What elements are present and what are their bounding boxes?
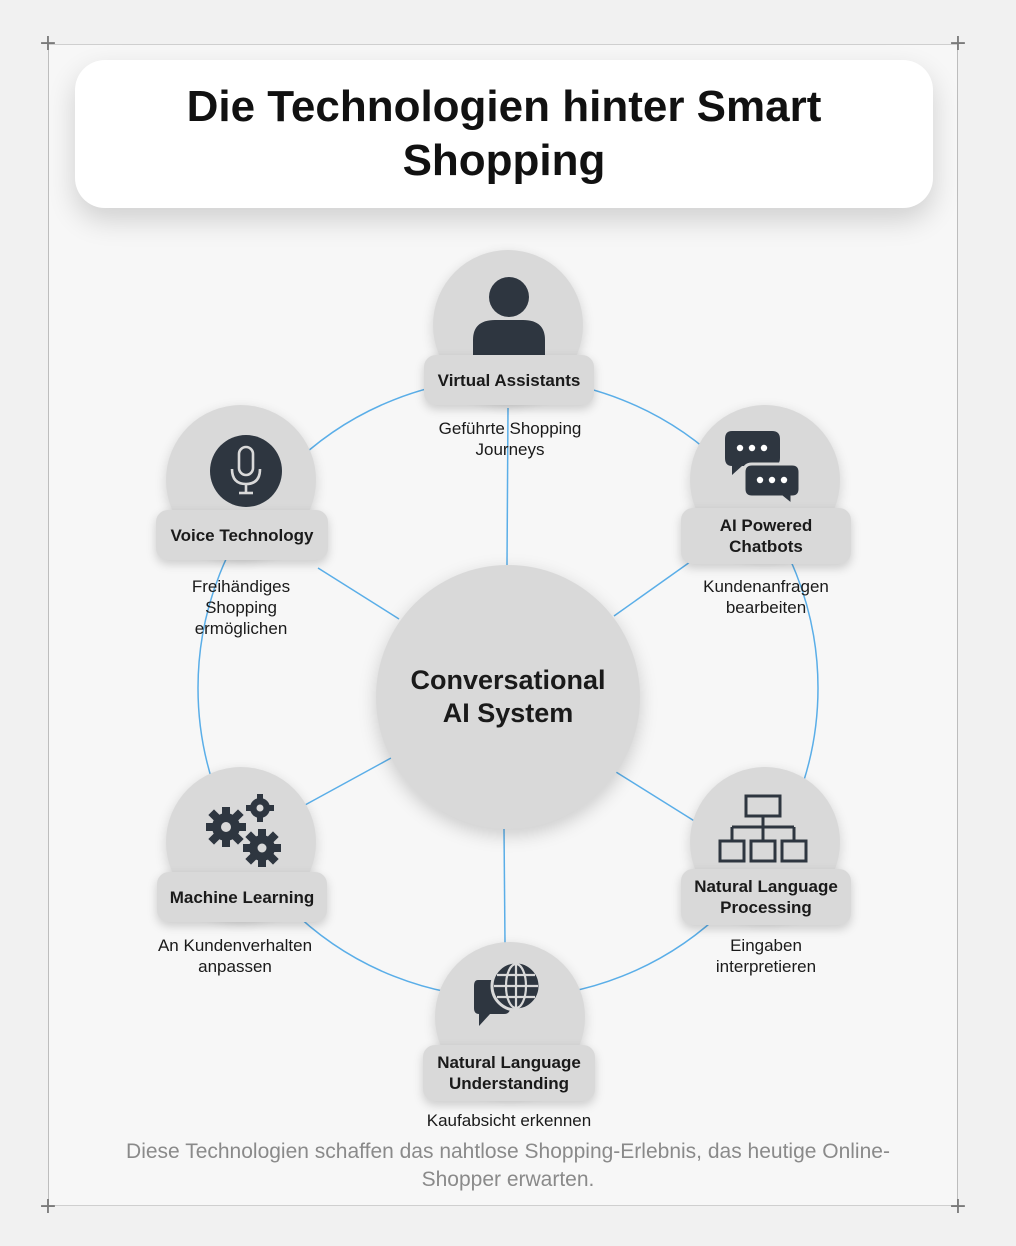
node-desc-virtual-assistants: Geführte Shopping Journeys [438, 419, 582, 459]
center-node: Conversational AI System [376, 565, 640, 829]
spoke-voice-technology [317, 567, 400, 620]
node-desc-ai-chatbots: Kundenanfragen bearbeiten [703, 577, 829, 617]
center-label: Conversational AI System [410, 665, 606, 728]
node-label-voice-technology: Voice Technology [156, 510, 328, 560]
node-desc-voice-technology: Freihändiges Shopping ermöglichen [191, 577, 291, 638]
node-label-virtual-assistants: Virtual Assistants [424, 355, 594, 405]
sitemap-icon [716, 793, 810, 865]
globe-chat-icon [470, 958, 546, 1030]
spoke-ai-chatbots [613, 561, 691, 617]
node-label-nlu: Natural Language Understanding [423, 1045, 595, 1101]
microphone-icon [208, 433, 284, 509]
spoke-nlu [503, 828, 506, 944]
crop-mark-top-left: + [38, 31, 58, 56]
node-label-machine-learning: Machine Learning [157, 872, 327, 922]
spoke-machine-learning [304, 757, 392, 806]
node-label-ai-chatbots: AI Powered Chatbots [681, 508, 851, 564]
footer-caption: Diese Technologien schaffen das nahtlose… [126, 1140, 890, 1191]
node-desc-nlp: Eingaben interpretieren [715, 936, 817, 976]
title-card: Die Technologien hinter Smart Shopping [75, 60, 933, 208]
node-desc-machine-learning: An Kundenverhalten anpassen [157, 936, 313, 976]
gears-icon [200, 792, 286, 870]
user-icon [463, 272, 553, 362]
node-desc-nlu: Kaufabsicht erkennen [426, 1111, 592, 1130]
crop-mark-bottom-left: + [38, 1194, 58, 1219]
page-title: Die Technologien hinter Smart Shopping [186, 82, 822, 185]
spoke-nlp [615, 771, 697, 823]
crop-mark-bottom-right: + [948, 1194, 968, 1219]
crop-mark-top-right: + [948, 31, 968, 56]
chat-bubbles-icon [722, 428, 804, 508]
spoke-virtual-assistants [506, 407, 509, 566]
node-label-nlp: Natural Language Processing [681, 869, 851, 925]
